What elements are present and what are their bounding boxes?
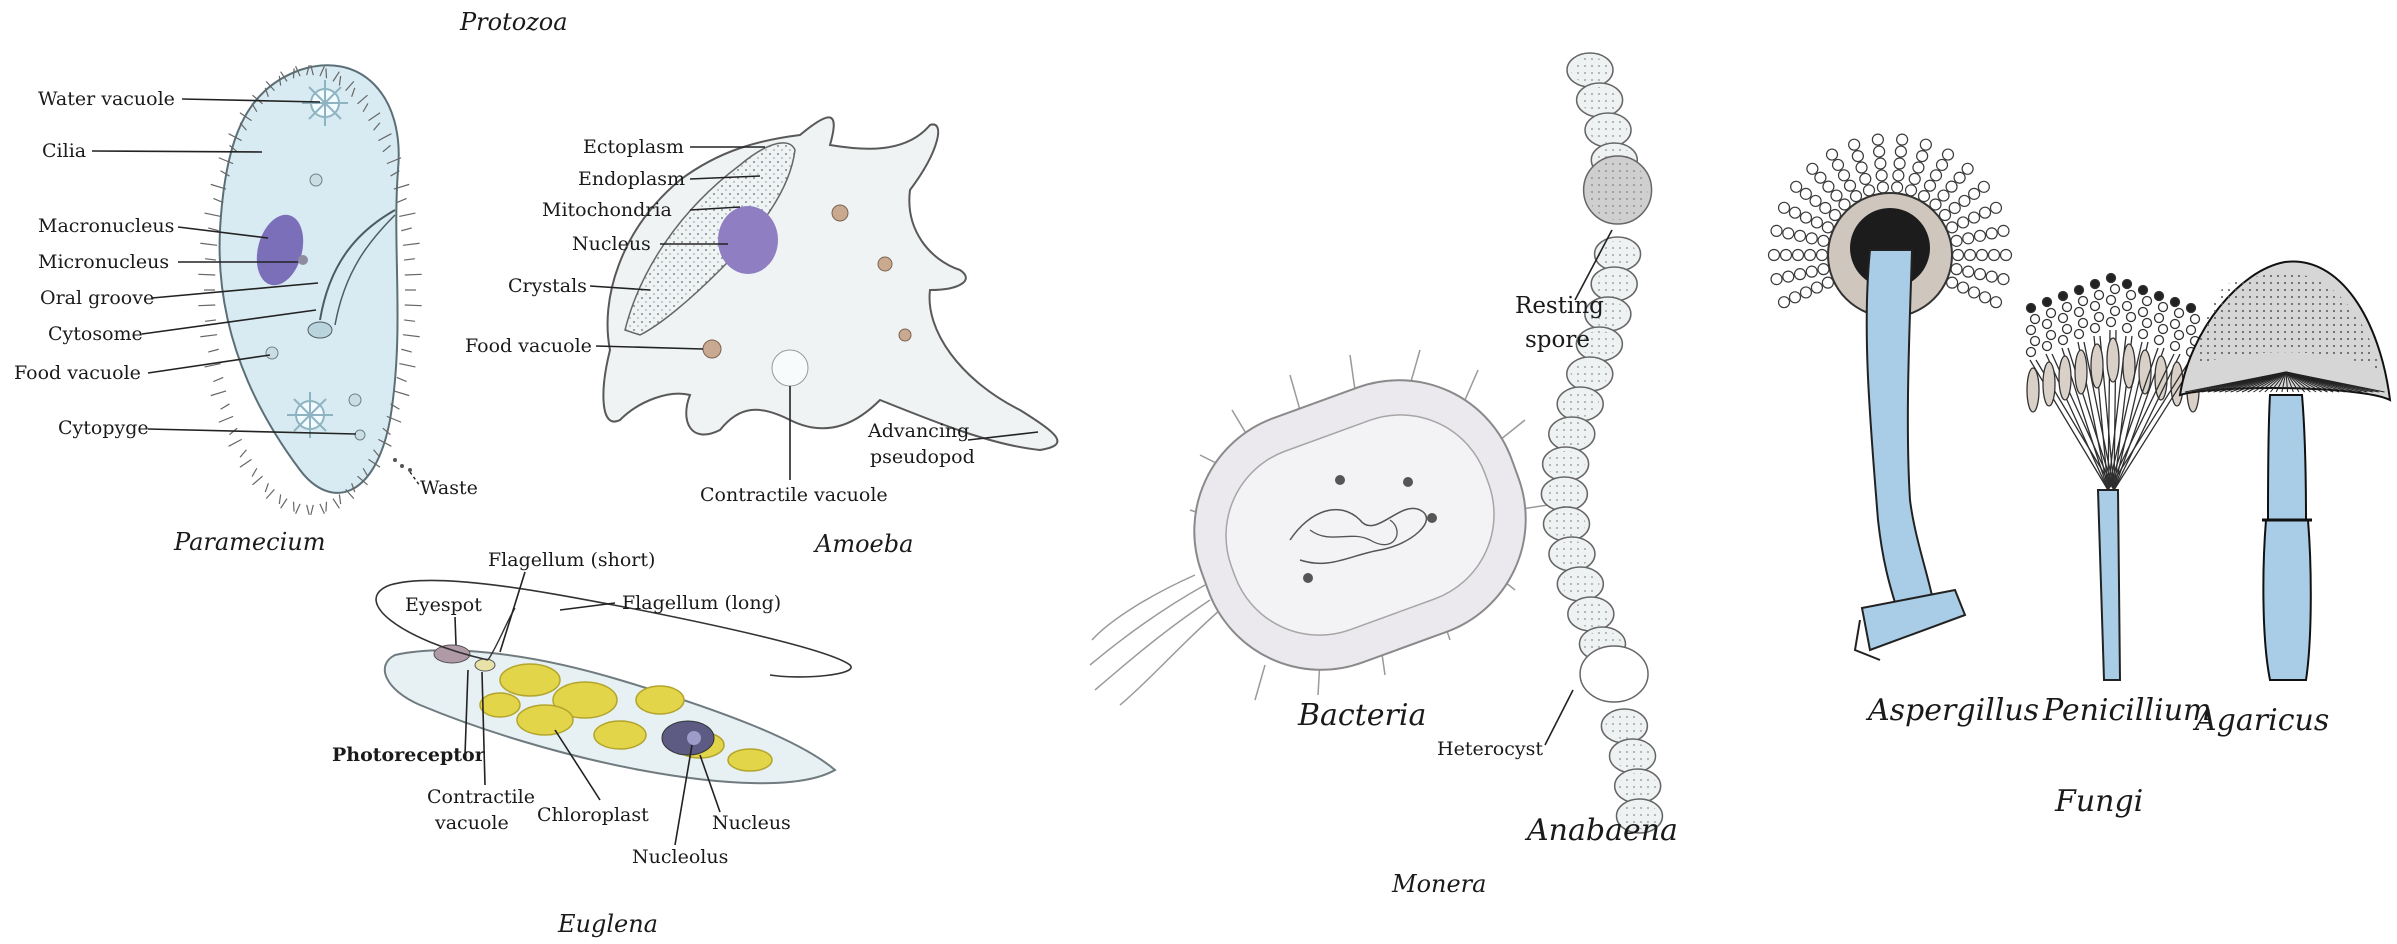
label-nucleolus: Nucleolus: [632, 846, 728, 868]
label-cytopyge: Cytopyge: [58, 417, 149, 439]
label-mitochondria: Mitochondria: [542, 199, 672, 221]
aspergillus-title: Aspergillus: [1865, 693, 2039, 728]
label-food-vacuole-amoeba: Food vacuole: [465, 335, 592, 357]
bacteria-title: Bacteria: [1297, 698, 1426, 733]
label-cilia: Cilia: [42, 140, 86, 162]
agaricus-drawing: [2180, 261, 2390, 680]
aspergillus-drawing: [1769, 134, 2012, 660]
label-pseudopod: pseudopod: [870, 446, 975, 468]
label-contractile-vacuole-euglena: vacuole: [434, 812, 509, 834]
label-micronucleus: Micronucleus: [38, 251, 169, 273]
paramecium-title: Paramecium: [173, 528, 325, 556]
anabaena-title: Anabaena: [1524, 813, 1678, 848]
amoeba-nucleus-shape: [718, 206, 778, 274]
label-advancing: Advancing: [867, 420, 969, 442]
protozoa-title: Protozoa: [459, 8, 568, 36]
bacteria-drawing: [1090, 346, 1560, 705]
label-contractile: Contractile: [427, 786, 535, 808]
penicillium-drawing: [2027, 274, 2200, 681]
label-food-vacuole-paramecium: Food vacuole: [14, 362, 141, 384]
penicillium-title: Penicillium: [2042, 693, 2211, 728]
label-flagellum-long: Flagellum (long): [622, 592, 781, 614]
euglena-title: Euglena: [557, 910, 658, 938]
label-nucleus-euglena: Nucleus: [712, 812, 791, 834]
label-flagellum-short: Flagellum (short): [488, 549, 655, 571]
label-eyespot: Eyespot: [405, 594, 482, 616]
label-ectoplasm: Ectoplasm: [583, 136, 684, 158]
label-chloroplast: Chloroplast: [537, 804, 649, 826]
label-cytosome: Cytosome: [48, 323, 143, 345]
label-oral-groove: Oral groove: [40, 287, 154, 309]
amoeba-title: Amoeba: [813, 530, 913, 558]
label-nucleus-amoeba: Nucleus: [572, 233, 651, 255]
fungi-title: Fungi: [2054, 784, 2143, 819]
label-water-vacuole: Water vacuole: [38, 88, 175, 110]
label-endoplasm: Endoplasm: [578, 168, 685, 190]
label-contractile-vacuole-amoeba: Contractile vacuole: [700, 484, 888, 506]
label-photoreceptor: Photoreceptor: [332, 744, 486, 766]
label-spore: spore: [1525, 327, 1590, 353]
label-waste: Waste: [420, 477, 478, 499]
monera-title: Monera: [1391, 870, 1486, 898]
label-resting: Resting: [1515, 293, 1604, 319]
label-heterocyst: Heterocyst: [1437, 738, 1543, 760]
label-macronucleus: Macronucleus: [38, 215, 174, 237]
label-crystals: Crystals: [508, 275, 587, 297]
agaricus-title: Agaricus: [2192, 703, 2329, 738]
